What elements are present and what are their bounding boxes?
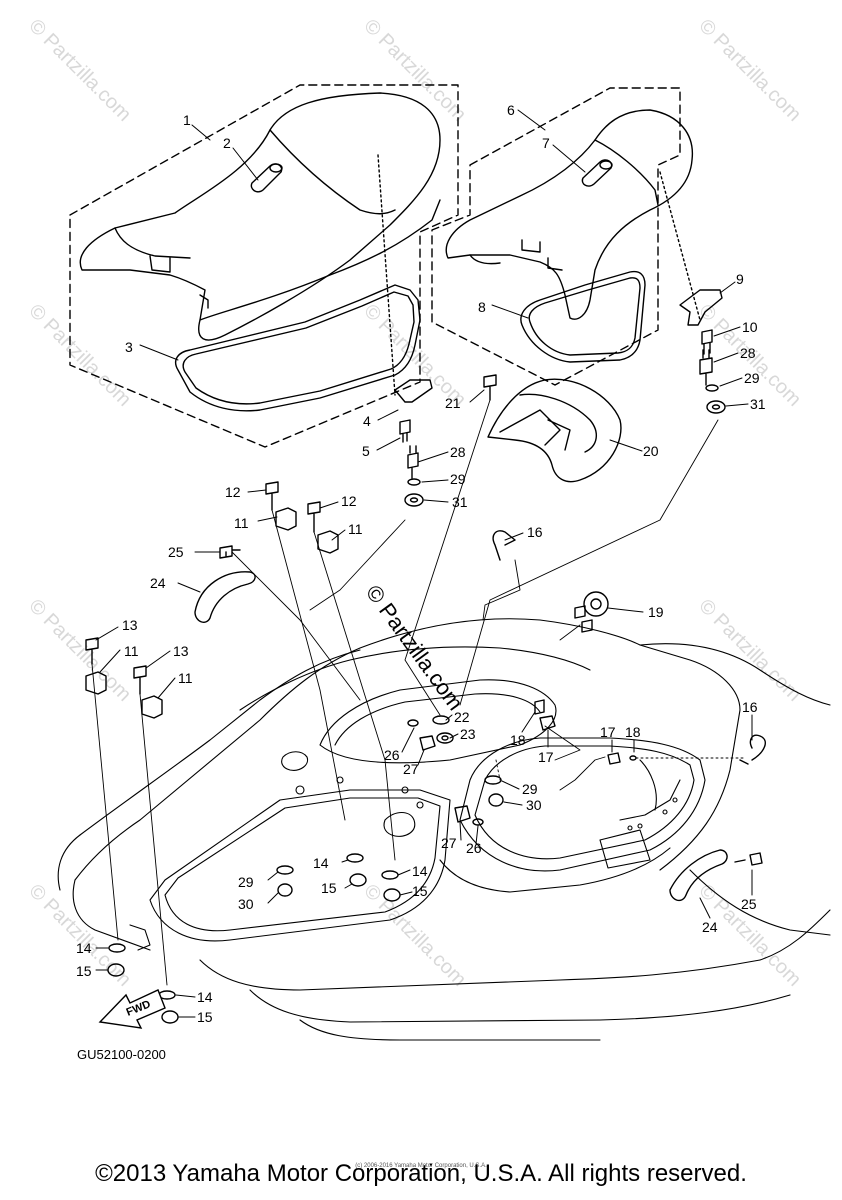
strap-24 [194, 571, 256, 623]
callout-14: 14 [76, 940, 92, 956]
diagram-code: GU52100-0200 [77, 1047, 166, 1062]
strap-24 [669, 849, 728, 902]
front-seat [79, 92, 441, 341]
callout-16: 16 [527, 524, 543, 540]
callout-14: 14 [412, 863, 428, 879]
hull-body [57, 618, 831, 1041]
callout-13: 13 [122, 617, 138, 633]
front-seat-group-outline [69, 84, 459, 448]
callout-15: 15 [412, 883, 428, 899]
callout-11: 11 [124, 643, 139, 659]
callout-23: 23 [460, 726, 476, 742]
front-seat-frame [174, 284, 421, 412]
callout-26: 26 [466, 840, 482, 856]
callout-15: 15 [197, 1009, 213, 1025]
callout-26: 26 [384, 747, 400, 763]
callout-25: 25 [168, 544, 184, 560]
rear-seat-frame [520, 270, 646, 363]
callout-17: 17 [538, 749, 554, 765]
callout-16: 16 [742, 699, 758, 715]
callout-30: 30 [238, 896, 254, 912]
callout-20: 20 [643, 443, 659, 459]
callout-28: 28 [450, 444, 466, 460]
callout-27: 27 [441, 835, 457, 851]
callout-14: 14 [197, 989, 213, 1005]
callout-12: 12 [225, 484, 241, 500]
callout-25: 25 [741, 896, 757, 912]
callout-24: 24 [150, 575, 166, 591]
bolt-10 [701, 329, 713, 355]
callout-1: 1 [183, 112, 191, 128]
callout-6: 6 [507, 102, 515, 118]
drain-plug [574, 591, 609, 633]
seat-hook-bracket [679, 289, 723, 326]
rear-seat-handle [581, 159, 613, 187]
copyright-notice: ©2013 Yamaha Motor Corporation, U.S.A. A… [95, 1160, 747, 1187]
rear-seat [445, 109, 694, 320]
front-seat-handle [250, 163, 283, 193]
callout-15: 15 [76, 963, 92, 979]
callout-12: 12 [341, 493, 357, 509]
seat-hook-bracket [394, 379, 433, 403]
callout-24: 24 [702, 919, 718, 935]
callout-21: 21 [445, 395, 461, 411]
callout-14: 14 [313, 855, 329, 871]
callout-15: 15 [321, 880, 337, 896]
callout-18: 18 [510, 732, 526, 748]
callout-5: 5 [362, 443, 370, 459]
callout-13: 13 [173, 643, 189, 659]
callout-11: 11 [234, 515, 249, 531]
callout-10: 10 [742, 319, 758, 335]
callout-18: 18 [625, 724, 641, 740]
callout-31: 31 [750, 396, 766, 412]
rear-grab-handle [487, 378, 622, 483]
callout-7: 7 [542, 135, 550, 151]
fwd-arrow-icon: FWD [98, 989, 166, 1029]
callout-22: 22 [454, 709, 470, 725]
callout-19: 19 [648, 604, 664, 620]
callout-29: 29 [744, 370, 760, 386]
callout-3: 3 [125, 339, 133, 355]
callout-9: 9 [736, 271, 744, 287]
tiny-copyright: (c) 2006-2016 Yamaha Motor Corporation, … [355, 1163, 487, 1169]
callout-11: 11 [178, 670, 193, 686]
callout-2: 2 [223, 135, 231, 151]
callout-17: 17 [600, 724, 616, 740]
callout-31: 31 [452, 494, 468, 510]
callout-8: 8 [478, 299, 486, 315]
callout-29: 29 [522, 781, 538, 797]
rear-seat-group-outline [431, 87, 681, 386]
callout-29: 29 [450, 471, 466, 487]
callout-labels: 1 2 3 4 5 6 7 8 9 10 11 11 11 11 12 12 1… [76, 102, 766, 1025]
callout-4: 4 [363, 413, 371, 429]
callout-30: 30 [526, 797, 542, 813]
callout-29: 29 [238, 874, 254, 890]
callout-28: 28 [740, 345, 756, 361]
callout-27: 27 [403, 761, 419, 777]
callout-11: 11 [348, 521, 363, 537]
